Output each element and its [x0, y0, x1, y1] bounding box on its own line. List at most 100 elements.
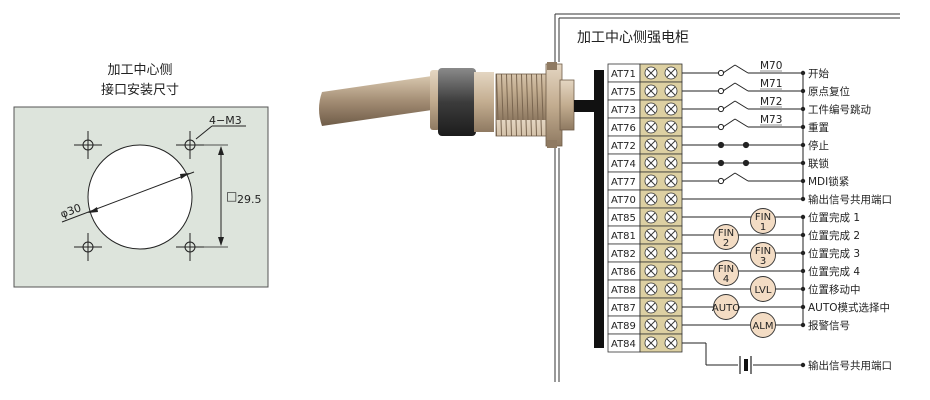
terminal-label: AT75	[611, 87, 636, 98]
screw-icon	[644, 210, 658, 224]
switch-label: M71	[760, 78, 782, 90]
switch-label: M70	[760, 60, 782, 72]
mount-hole-bl	[74, 233, 102, 261]
device-number: 1	[760, 222, 766, 233]
screw-icon	[664, 192, 678, 206]
signal-label: 原点复位	[808, 85, 850, 98]
terminal-label: AT77	[611, 177, 636, 188]
terminal-row: AT73	[607, 99, 683, 119]
device-label: FIN	[718, 228, 734, 239]
terminal-label: AT74	[611, 159, 636, 170]
terminal-row: AT74	[607, 153, 683, 173]
input-switch: M73	[682, 114, 806, 131]
signal-label: 位置移动中	[808, 283, 861, 296]
cable	[319, 76, 432, 126]
terminal-block: AT71AT75AT73AT76AT72AT74AT77AT70AT85AT81…	[607, 63, 683, 353]
signal-label: 位置完成 3	[808, 247, 860, 260]
screw-icon	[664, 138, 678, 152]
indicator-icon	[750, 312, 776, 338]
screw-icon	[664, 264, 678, 278]
screw-icon	[664, 300, 678, 314]
terminal-row: AT72	[607, 135, 683, 155]
input-switch: M72	[682, 96, 806, 113]
screw-icon	[644, 138, 658, 152]
screw-icon	[644, 282, 658, 296]
signal-label: 重置	[808, 121, 829, 134]
input-switch: M70	[682, 60, 806, 77]
device-label: FIN	[755, 212, 771, 223]
signal-label: AUTO模式选择中	[808, 301, 890, 314]
terminal-row: AT86	[607, 261, 683, 281]
device-label: FIN	[755, 246, 771, 257]
input-switch	[682, 159, 806, 167]
plug-ring	[438, 68, 476, 136]
screw-icon	[644, 246, 658, 260]
terminal-label: AT70	[611, 195, 636, 206]
input-switch	[682, 141, 806, 149]
signal-label: MDI锁紧	[808, 175, 849, 188]
device-number: 3	[760, 256, 766, 267]
indicator-icon	[713, 260, 739, 286]
terminal-label: AT76	[611, 123, 636, 134]
input-switch	[682, 172, 806, 185]
wire-harness	[594, 70, 604, 348]
main-hole	[87, 144, 193, 250]
signal-label: 联锁	[808, 157, 829, 170]
terminal-label: AT72	[611, 141, 636, 152]
terminal-label: AT82	[611, 249, 636, 260]
input-switch: M71	[682, 78, 806, 95]
signal-label: 输出信号共用端口	[808, 193, 892, 206]
screw-icon	[664, 282, 678, 296]
screw-icon	[644, 264, 658, 278]
terminal-label: AT81	[611, 231, 636, 242]
output-device: LVL	[682, 276, 806, 302]
screw-icon	[644, 192, 658, 206]
indicator-icon	[713, 224, 739, 250]
switch-label: M73	[760, 114, 782, 126]
screw-icon	[664, 336, 678, 350]
terminal-label: AT86	[611, 267, 636, 278]
screw-icon	[644, 120, 658, 134]
cabinet-title: 加工中心侧强电柜	[577, 30, 689, 46]
screw-icon	[644, 300, 658, 314]
mount-hole-br	[176, 233, 204, 261]
terminal-row: AT82	[607, 243, 683, 263]
device-label: FIN	[718, 264, 734, 275]
screw-icon	[644, 228, 658, 242]
terminal-row: AT84	[607, 333, 683, 353]
threaded-receptacle	[495, 73, 549, 137]
screw-icon	[664, 102, 678, 116]
signal-label: 工件编号跳动	[808, 103, 871, 116]
device-number: 2	[723, 238, 729, 249]
mount-hole-tr	[176, 131, 204, 159]
switch-label: M72	[760, 96, 782, 108]
indicator-icon	[750, 208, 776, 234]
screw-icon	[664, 84, 678, 98]
screw-icon	[664, 210, 678, 224]
signal-label: 输出信号共用端口	[808, 359, 892, 372]
terminal-row: AT89	[607, 315, 683, 335]
terminal-label: AT87	[611, 303, 636, 314]
receptacle-flange	[545, 63, 563, 147]
screw-icon	[644, 174, 658, 188]
battery-icon	[682, 342, 806, 374]
control-cabinet: 加工中心侧强电柜 AT71AT75AT73AT76AT72AT74AT77AT7…	[554, 13, 900, 382]
terminal-label: AT89	[611, 321, 636, 332]
device-label: AUTO	[712, 303, 740, 314]
signal-label: 位置完成 1	[808, 211, 860, 224]
signal-label: 位置完成 2	[808, 229, 860, 242]
terminal-label: AT71	[611, 69, 636, 80]
terminal-row: AT76	[607, 117, 683, 137]
screw-icon	[644, 66, 658, 80]
cable-connector	[319, 62, 575, 148]
indicator-icon	[750, 276, 776, 302]
terminal-row: AT85	[607, 207, 683, 227]
screw-icon	[664, 174, 678, 188]
